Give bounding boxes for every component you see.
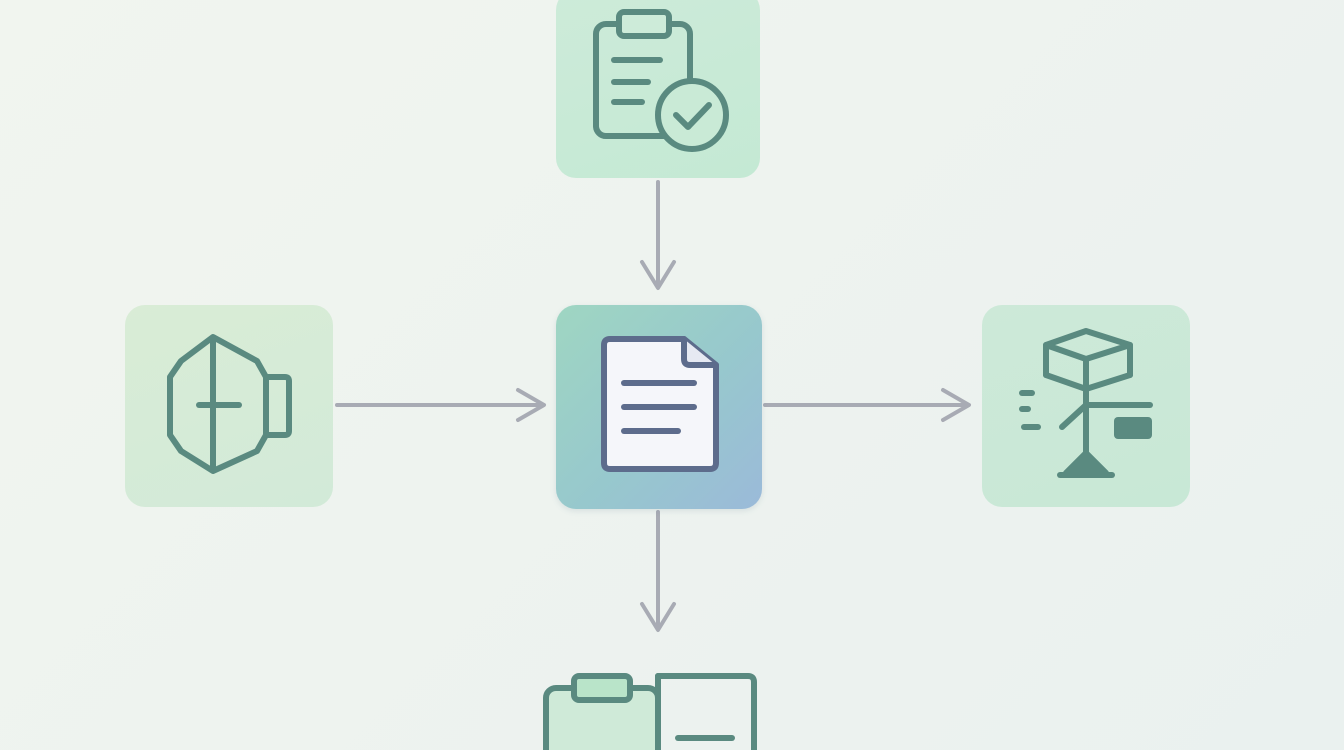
edge-left-to-center (335, 388, 546, 422)
workflow-tree-icon (1019, 328, 1153, 478)
edge-top-to-center (640, 180, 676, 290)
clipboard-check-icon (593, 9, 729, 152)
node-left (125, 305, 333, 507)
node-right (982, 305, 1190, 507)
node-center (556, 305, 762, 509)
shield-mug-icon (167, 334, 292, 474)
document-icon (601, 336, 719, 472)
node-top (556, 0, 760, 178)
tree-node-block (1114, 417, 1152, 439)
edge-center-to-right (763, 388, 971, 422)
edge-center-to-bottom (640, 510, 676, 632)
